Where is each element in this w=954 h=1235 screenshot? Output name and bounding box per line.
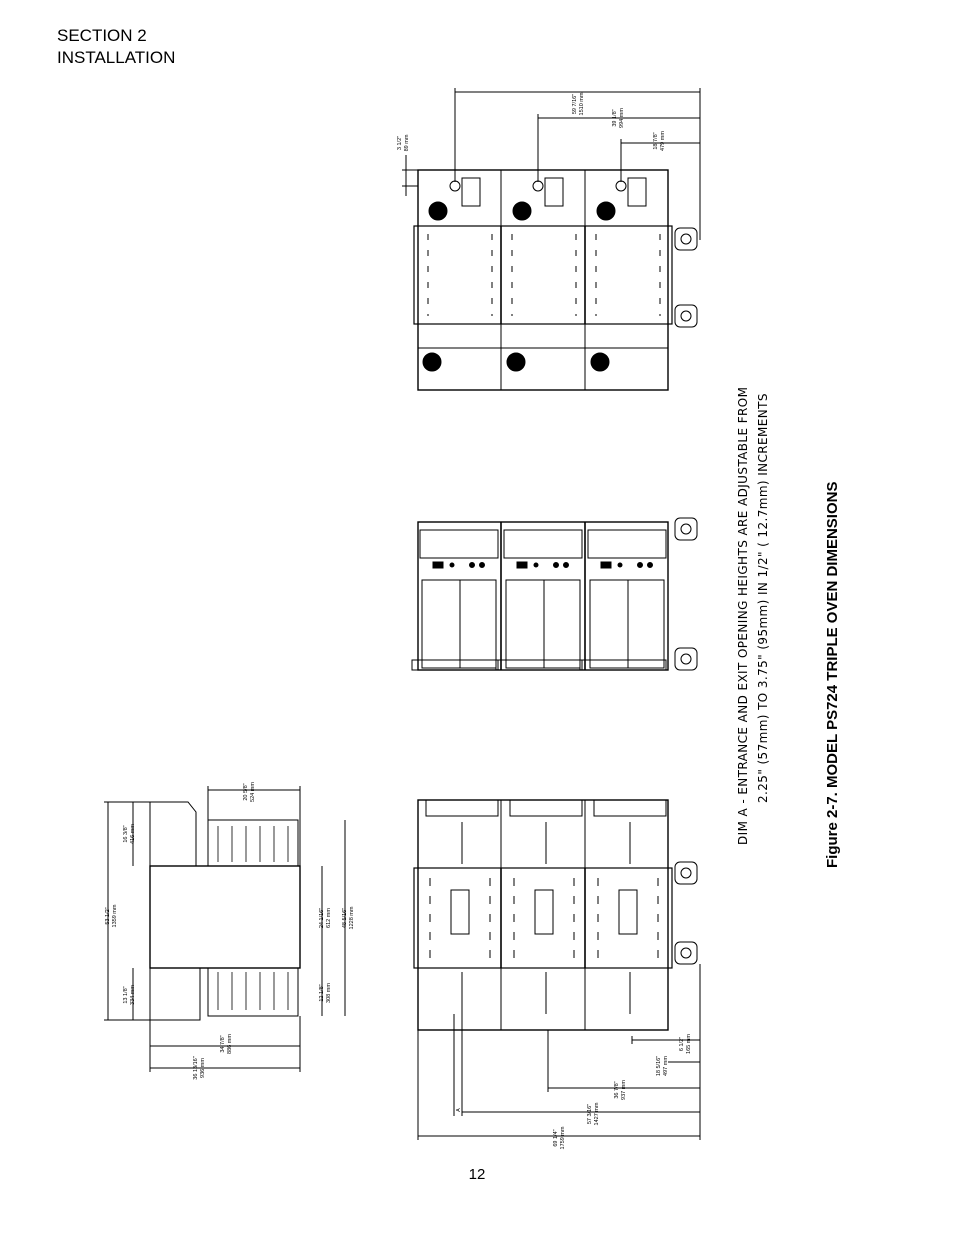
page-number: 12: [468, 1166, 486, 1183]
dim-label: 1510 mm: [579, 92, 585, 115]
dim-label: 1427 mm: [594, 1102, 600, 1125]
dim-label: 18 5/16": [656, 1056, 662, 1076]
dim-label: 479 mm: [660, 131, 666, 151]
dim-label: 39 1/8": [612, 109, 618, 126]
dim-label: 612 mm: [326, 908, 332, 928]
dim-label: 89 mm: [404, 134, 410, 151]
front-dimension-labels: 6 1/2" 165 mm 18 5/16" 497 mm 36 7/8" 93…: [456, 1034, 692, 1150]
dim-label: 53 1/2": [105, 907, 111, 924]
dim-label: 886 mm: [227, 1034, 233, 1054]
dim-label: 334 mm: [130, 985, 136, 1005]
dim-label: 308 mm: [326, 983, 332, 1003]
section-title: INSTALLATION: [57, 48, 176, 67]
dim-label: 6 1/2": [679, 1037, 685, 1051]
top-elevation-view: [402, 88, 701, 391]
page-header: SECTION 2 INSTALLATION: [57, 25, 175, 69]
dim-label: 12 1/8": [319, 984, 325, 1001]
dim-label: 165 mm: [686, 1034, 692, 1054]
dim-label: 18 7/8": [653, 132, 659, 149]
dim-label: 57 3/16": [587, 1104, 593, 1124]
top-dimension-labels: 59 7/16" 1510 mm 39 1/8" 994 mm 18 7/8" …: [397, 92, 666, 151]
dim-label: 497 mm: [663, 1056, 669, 1076]
bottom-elevation-view: [413, 799, 701, 1140]
note-line-1: DIM A - ENTRANCE AND EXIT OPENING HEIGHT…: [736, 387, 750, 845]
dim-label: 20 5/8": [243, 783, 249, 800]
dim-label: 13 1/8": [123, 986, 129, 1003]
dim-label: 16 3/8": [123, 825, 129, 842]
dim-label: 1359 mm: [112, 904, 118, 927]
front-elevation-view: [411, 517, 698, 671]
dim-label: 3 1/2": [397, 136, 403, 150]
dim-label: 1228 mm: [349, 906, 355, 929]
dim-label: 59 7/16": [572, 94, 578, 114]
dim-label: 524 mm: [250, 782, 256, 802]
section-label: SECTION 2: [57, 26, 147, 45]
dim-label: 994 mm: [619, 108, 625, 128]
side-dimension-labels: 16 3/8" 416 mm 53 1/2" 1359 mm 13 1/8" 3…: [105, 782, 355, 1080]
dim-label: 937 mm: [621, 1080, 627, 1100]
figure-caption: Figure 2-7. MODEL PS724 TRIPLE OVEN DIME…: [824, 482, 841, 868]
dim-label: 416 mm: [130, 824, 136, 844]
note-line-2: 2.25" (57mm) TO 3.75" (95mm) IN 1/2" ( 1…: [756, 393, 770, 803]
dim-label: 936 mm: [200, 1058, 206, 1078]
side-elevation-view: [104, 786, 346, 1072]
dim-label: 36 7/8": [614, 1081, 620, 1098]
dim-label: 48 5/16": [342, 908, 348, 928]
dim-label: 69 1/4": [553, 1129, 559, 1146]
dim-label-a: A: [456, 1108, 462, 1112]
dim-label: 34 7/8": [220, 1035, 226, 1052]
dim-label: 36 13/16": [193, 1056, 199, 1079]
dim-label: 24 1/16": [319, 908, 325, 928]
dim-label: 1759 mm: [560, 1126, 566, 1149]
